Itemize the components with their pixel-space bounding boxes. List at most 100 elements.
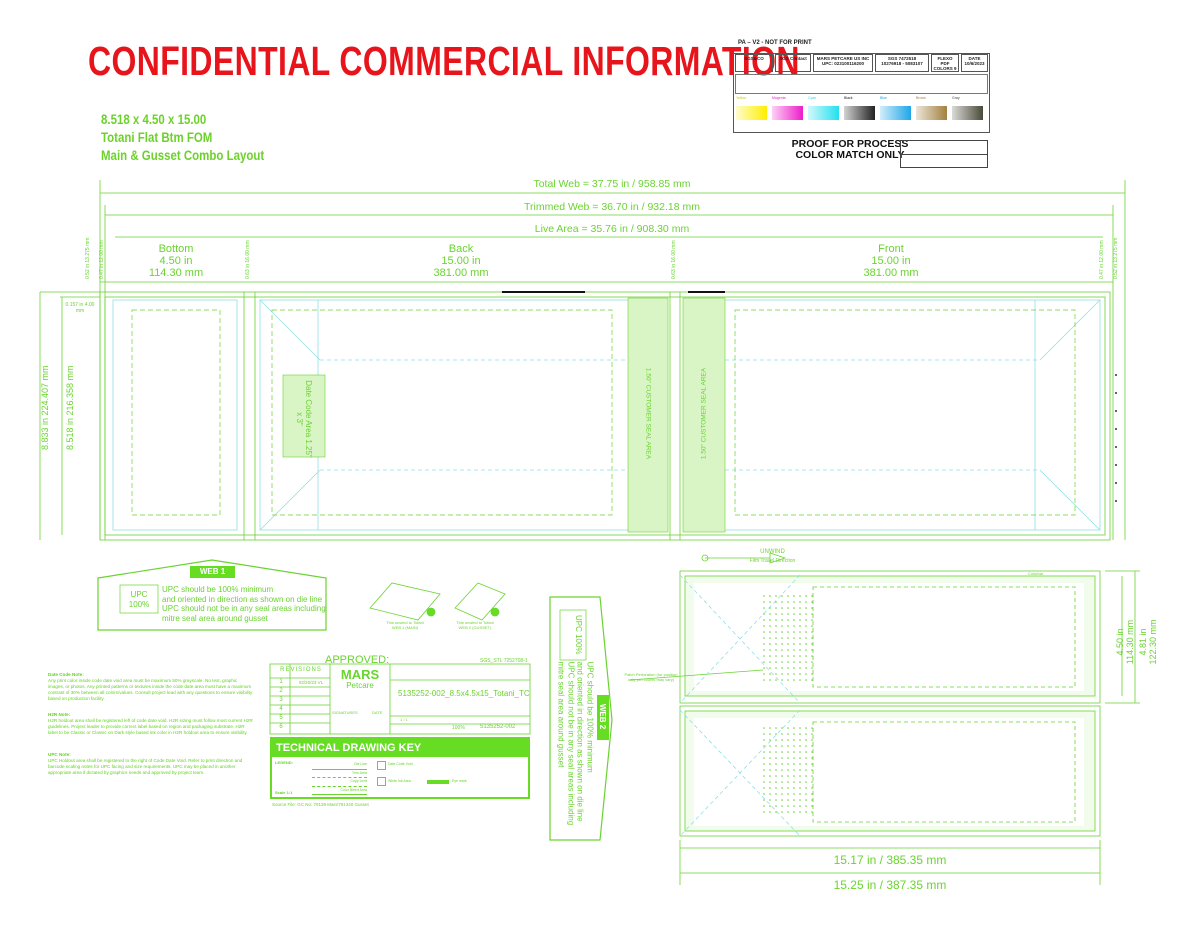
front-seal-label: 1.50" CUSTOMER SEAL AREA <box>700 367 708 460</box>
scale-label: Scale 1:1 <box>275 790 293 795</box>
date-label: DATE <box>968 56 981 61</box>
proof-stamp: PROOF FOR PROCESS COLOR MATCH ONLY <box>791 138 909 161</box>
percent-value: 100% <box>452 725 465 731</box>
right-margin-a: 0.47 in 12.00 mm <box>1099 240 1105 279</box>
approval-signature-box[interactable] <box>900 140 988 168</box>
date-code-note: Date Code Note:Any print color inside co… <box>48 672 253 701</box>
gusset-panel-2 <box>679 705 1101 837</box>
gusset-width-total: 15.25 in / 387.35 mm <box>833 878 947 892</box>
swatch-label: Yellow <box>736 96 746 100</box>
drawing-number: 5135252-002 <box>480 724 516 730</box>
file-title: 5135252-002_8.5x4.5x15_Totani_TC <box>398 689 530 698</box>
color-swatch <box>772 106 803 120</box>
film-direction: Film Travel Direction <box>749 558 796 564</box>
page-title: CONFIDENTIAL COMMERCIAL INFORMATION <box>88 38 800 84</box>
revision-value: 02/20/23 VL <box>298 680 324 685</box>
legend-eye-mark: Eye mark <box>452 779 467 783</box>
left-margin-a: 0.52 in 13.275 mm <box>85 237 91 279</box>
technical-drawing-key: TECHNICAL DRAWING KEY LEGEND: Scale 1:1 … <box>270 737 530 799</box>
swatch-label: Magenta <box>772 96 786 100</box>
proof-info-block: PA – V2 - NOT FOR PRINT SGS&CO SGS Conta… <box>733 40 990 135</box>
approval-code: SGS_STL 7252708-1 <box>480 658 528 664</box>
legend-label: LEGEND: <box>275 760 293 765</box>
colors: PDF COLORS 9 <box>933 61 957 71</box>
signatures-label: SIGNATURES <box>332 710 358 715</box>
web2-label: WEB 2 <box>598 703 607 730</box>
proof-header: PA – V2 - NOT FOR PRINT <box>738 40 812 46</box>
gusset-panel-1 <box>679 570 1101 704</box>
color-swatch <box>844 106 875 120</box>
swatch-label: Black <box>844 96 853 100</box>
front-seal-area <box>682 297 726 533</box>
revision-number: 6 <box>279 724 283 730</box>
color-swatch <box>736 106 767 120</box>
revision-number: 3 <box>279 697 283 703</box>
revision-number: 2 <box>279 688 283 694</box>
live-area-dimension: Live Area = 35.76 in / 908.30 mm <box>534 223 690 235</box>
top-margin: 0.157 in 4.00 mm <box>65 302 95 314</box>
customer: MARS PETCARE US INC <box>816 56 870 61</box>
swatch-label: Gray <box>952 96 960 100</box>
bag-size: 8.518 x 4.50 x 15.00 <box>101 112 207 127</box>
approved-label: APPROVED: <box>325 654 390 666</box>
web1-box <box>97 559 327 631</box>
color-swatch <box>808 106 839 120</box>
patch-perforation-2 <box>763 724 813 814</box>
main-web-outline <box>99 291 1111 541</box>
back-seal-area <box>627 297 669 533</box>
proof-date: 10/6/2023 <box>964 61 985 66</box>
legend-white-ink: White Ink Area <box>388 779 411 783</box>
web1-upc: UPC 100% <box>128 590 150 609</box>
sgs-number: SGS 7472518 <box>887 56 917 61</box>
web1-label: WEB 1 <box>199 567 226 576</box>
trim-height: 8.518 in 216.358 mm <box>65 365 75 450</box>
date-code-area <box>282 374 326 458</box>
revision-number: 4 <box>279 706 283 712</box>
upc-note: UPC Note:UPC Holdout area shall be regis… <box>48 752 243 775</box>
colorbar-label: Colorbar <box>1028 571 1044 576</box>
source-file: Source File: GC No: 79139 Main/791340 Gu… <box>272 802 369 807</box>
date-code-label: Date Code Area 1.25" x 3" <box>295 380 313 458</box>
h2r-note: H2R Note:H2R holdout area shall be regis… <box>48 712 253 735</box>
swatch-label: Brown <box>916 96 926 100</box>
gap-back-front: 0.63 in 16.00 mm <box>671 240 677 279</box>
job-number: 10276918 - 5083107 <box>881 61 923 66</box>
revision-number: 5 <box>279 715 283 721</box>
color-swatch <box>880 106 911 120</box>
gusset-width-trim: 15.17 in / 385.35 mm <box>833 853 947 867</box>
upc: UPC: 023100116200 <box>821 61 865 66</box>
back-seal-label: 1.50" CUSTOMER SEAL AREA <box>644 367 652 460</box>
web2-upc: UPC 100% <box>573 614 583 655</box>
trimmed-web-dimension: Trimmed Web = 36.70 in / 932.18 mm <box>524 201 700 213</box>
color-swatch <box>916 106 947 120</box>
revision-number: 1 <box>279 679 283 685</box>
color-swatch <box>952 106 983 120</box>
swatch-label: Cyan <box>808 96 817 100</box>
patch-perforation-label: Patch Perforation (for position only, pi… <box>624 672 678 682</box>
mars-logo: MARS <box>340 667 380 682</box>
gap-bottom-back: 0.63 in 16.00 mm <box>245 240 251 279</box>
legend-date-void: Date Code Void <box>388 762 413 766</box>
total-web-dimension: Total Web = 37.75 in / 958.85 mm <box>533 178 691 190</box>
swatch-label: Blue <box>880 96 888 100</box>
revisions-label: REVISIONS <box>280 667 322 673</box>
right-margin-b: 0.52 in 13.275 mm <box>1113 237 1119 279</box>
layout-name: Main & Gusset Combo Layout <box>101 148 265 163</box>
signature-date-label: DATE <box>372 710 383 715</box>
sgs-contact: SGS Contact <box>775 54 811 72</box>
mars-petcare: Petcare <box>346 681 374 690</box>
scale-value: 1 / 1 <box>400 717 408 722</box>
process: FLEXO <box>937 56 953 61</box>
bag-type: Totani Flat Btm FOM <box>101 130 213 145</box>
web2-box <box>549 596 613 841</box>
unwind-label: UNWIND <box>760 549 785 555</box>
